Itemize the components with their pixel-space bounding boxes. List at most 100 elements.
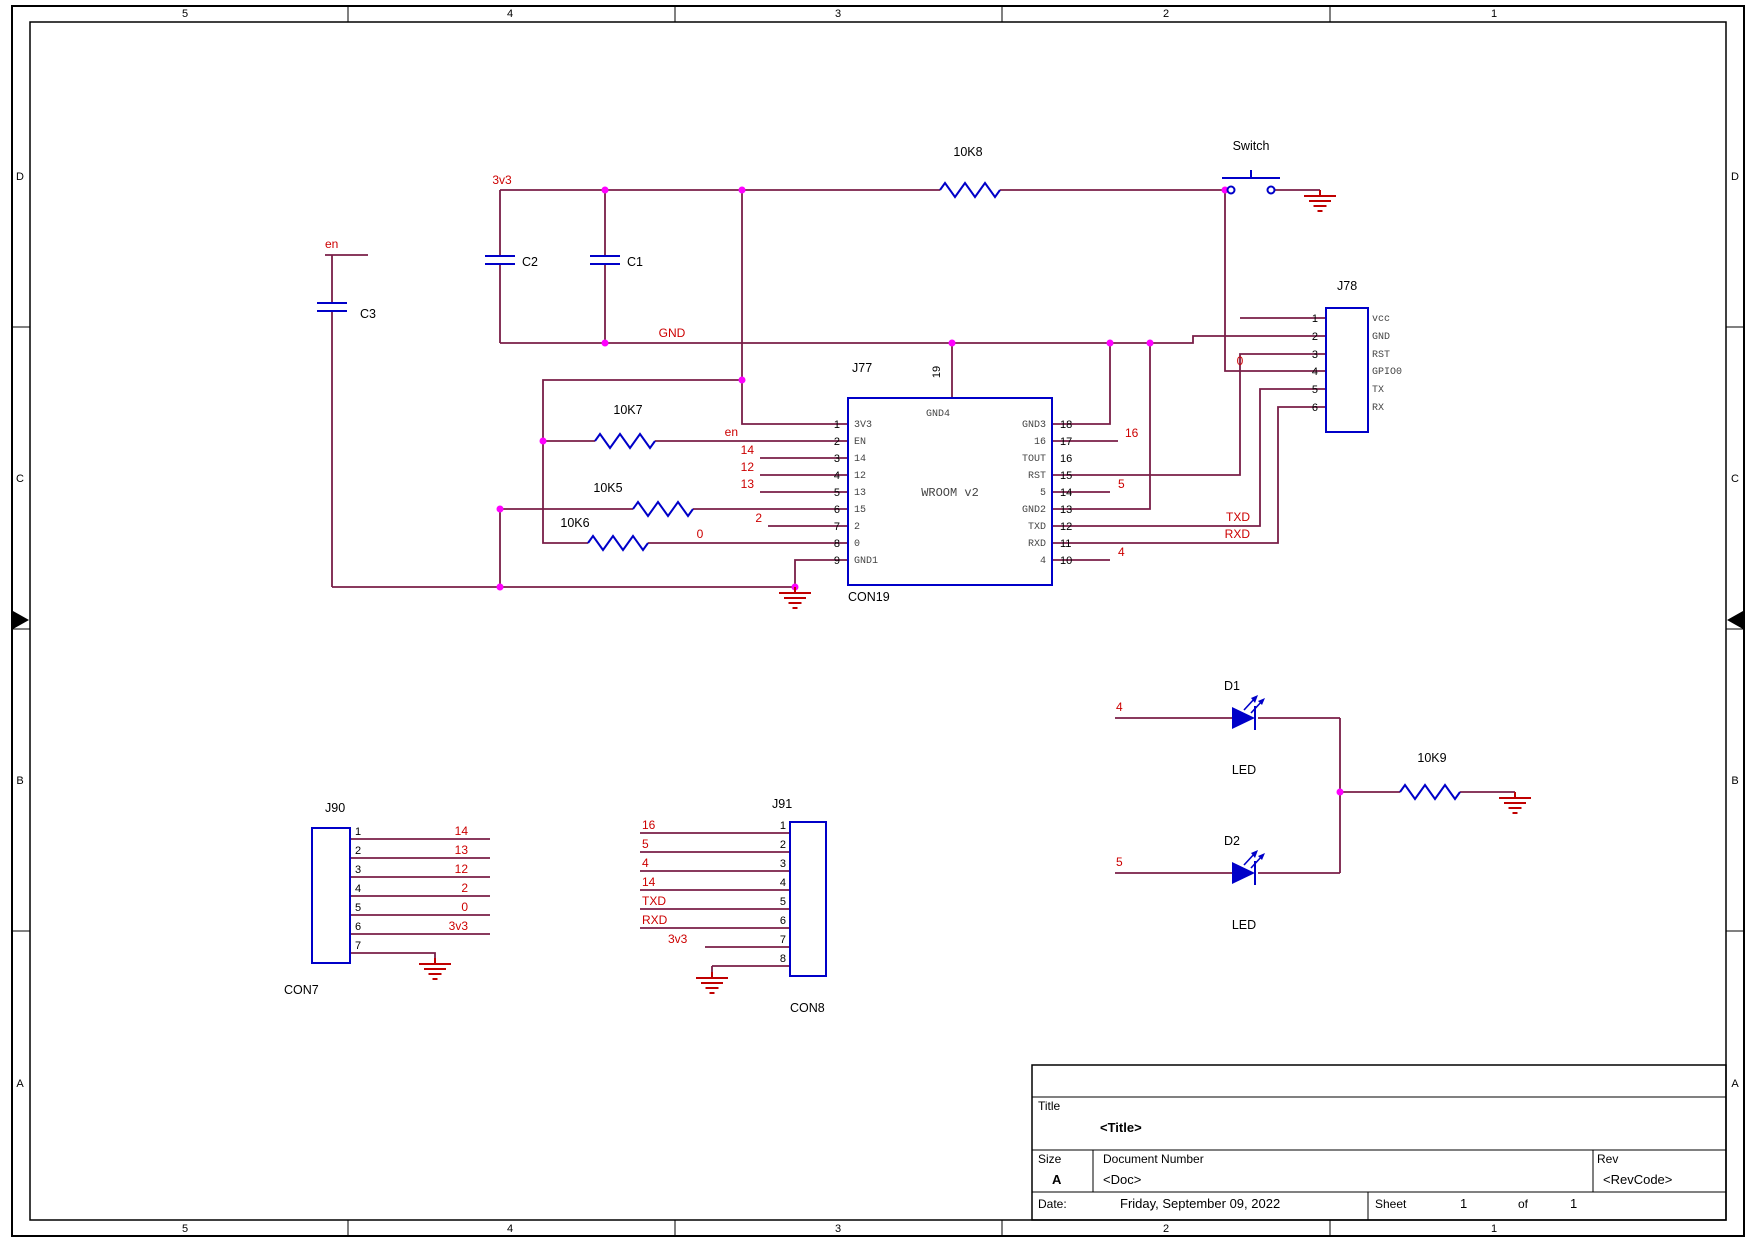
pin-name: 0 [854,539,860,550]
wire-left-stubs [760,457,848,527]
inner-border [29,21,1727,1221]
pin-number: 1 [1312,313,1318,325]
components [311,170,1532,994]
j78-pins: 1 2 3 4 5 6 vcc GND RST GPIO0 TX RX [1312,313,1402,414]
resistor-ref: 10K5 [593,481,622,495]
resistor-ref: 10K8 [953,145,982,159]
net-label: 5 [642,837,649,851]
zone-col-label: 5 [182,8,188,20]
pin-name: EN [854,437,866,448]
pin-name: 16 [1034,437,1046,448]
net-label: RXD [1225,527,1251,541]
pin-name: GND [1372,332,1390,343]
pin-name: 4 [1040,556,1046,567]
pin-name: 2 [854,522,860,533]
ground-symbol [695,971,729,994]
wire-j91 [640,832,790,972]
pin-number: 17 [1060,436,1072,448]
net-label: 12 [455,862,469,876]
net-label: 0 [697,527,704,541]
zone-row-label: B [16,775,23,787]
pin-name: GND2 [1022,505,1046,516]
pin-number: 4 [1312,366,1318,378]
pin-name: 12 [854,471,866,482]
pin-number: 5 [834,487,840,499]
pin-number: 1 [834,419,840,431]
resistor-10k5 [632,501,694,517]
pin-number: 4 [780,877,786,889]
net-label: 4 [1116,700,1123,714]
ground-symbol [1498,791,1532,814]
left-ruler-ticks [12,326,30,932]
wire-led-network [1115,717,1515,874]
pin-name: 13 [854,488,866,499]
net-label: 2 [461,881,468,895]
pin-name: TOUT [1022,454,1046,465]
net-labels: 3v3 en GND en 14 12 13 2 0 16 5 TXD RXD … [325,173,1250,946]
title-block-border [1031,1064,1727,1221]
pin-number: 14 [1060,487,1072,499]
led-value: LED [1232,763,1256,777]
j91-connector-body [789,821,827,977]
pin-number: 11 [1060,538,1071,550]
j78-connector-body [1325,307,1369,433]
pin-name: 3V3 [854,420,872,431]
net-label: 13 [741,477,755,491]
net-label: 14 [642,875,656,889]
switch-ref: Switch [1233,139,1270,153]
pin-number: 6 [780,915,786,927]
net-label: TXD [642,894,666,908]
ground-symbol [778,586,812,609]
wire-gnd-rail [332,335,1326,588]
net-label: 4 [642,856,649,870]
title-value: <Title> [1100,1120,1142,1135]
pin-number: 3 [355,864,361,876]
right-border-marker [1727,611,1743,629]
ground-symbol [418,957,452,980]
capacitor-c1 [589,255,621,265]
zone-col-label: 4 [507,8,513,20]
net-label: 2 [755,511,762,525]
module-ref: J77 [852,361,872,375]
title-label: Title [1038,1099,1061,1113]
sheet-of-label: of [1518,1197,1529,1211]
sheet-frame: 5 4 3 2 1 5 4 3 2 1 D C B A D C B A [11,5,1745,1237]
wroom-pins: 19 GND4 WROOM v2 1 2 3 4 5 6 7 8 9 3V3 E… [834,366,1072,567]
zone-col-label: 2 [1163,1223,1169,1235]
size-label: Size [1038,1152,1062,1166]
reference-labels: 10K8 Switch C2 C1 C3 10K7 10K5 10K6 10K9… [284,139,1447,1015]
resistor-10k6 [587,535,649,551]
pin-number: 5 [355,902,361,914]
net-label: 0 [1237,354,1244,368]
net-label: 14 [741,443,755,457]
resistor-ref: 10K9 [1417,751,1446,765]
pin-name: 15 [854,505,866,516]
led-d1 [1231,694,1266,731]
pin-number: 18 [1060,419,1072,431]
module-footprint: CON19 [848,590,890,604]
capacitor-ref: C1 [627,255,643,269]
wire-en-cap [325,254,368,587]
pin-number: 2 [355,845,361,857]
pin-name: RST [1372,350,1390,361]
zone-col-label: 5 [182,1223,188,1235]
capacitor-c2 [484,255,516,265]
pin-number: 19 [931,366,943,378]
pin-number: 7 [780,934,786,946]
pin-number: 2 [780,839,786,851]
outer-border [11,5,1745,1237]
pin-number: 3 [834,453,840,465]
zone-row-label: D [1731,171,1739,183]
net-label: 16 [1125,426,1139,440]
zone-row-label: C [1731,473,1739,485]
pin-number: 2 [1312,331,1318,343]
pin-name: RST [1028,471,1046,482]
pin-number: 12 [1060,521,1072,533]
resistor-ref: 10K7 [613,403,642,417]
net-label: 5 [1118,477,1125,491]
pin-number: 5 [1312,384,1318,396]
capacitor-ref: C3 [360,307,376,321]
net-label-3v3: 3v3 [492,173,512,187]
net-label-gnd: GND [659,326,686,340]
bottom-ruler-ticks [347,1220,1331,1236]
